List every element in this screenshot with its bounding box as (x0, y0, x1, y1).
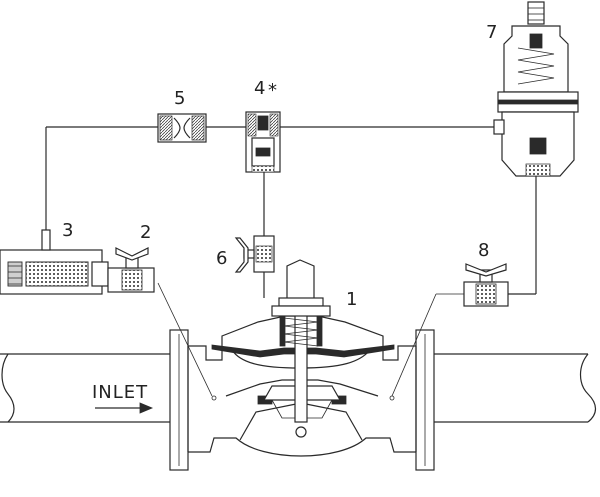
fixed-orifice-5 (157, 113, 207, 143)
label-component-4-mark: * (268, 80, 277, 101)
pilot-tubing (45, 126, 537, 397)
inlet-flange (169, 329, 189, 471)
label-inlet: INLET (92, 382, 148, 403)
outlet-flange (415, 329, 435, 471)
ball-valve-8 (463, 263, 509, 307)
label-component-4: 4 (254, 78, 265, 99)
ball-valve-2 (107, 247, 155, 293)
main-pipe (0, 353, 597, 423)
label-component-1: 1 (346, 289, 357, 310)
label-component-5: 5 (174, 88, 185, 109)
strainer-3 (0, 229, 109, 295)
main-valve-body (187, 299, 417, 457)
pilot-valve-7 (493, 1, 579, 177)
label-component-3: 3 (62, 220, 73, 241)
label-component-8: 8 (478, 240, 489, 261)
label-component-2: 2 (140, 222, 151, 243)
needle-valve-6 (234, 235, 275, 273)
label-component-7: 7 (486, 22, 497, 43)
flow-direction-arrow (95, 402, 154, 414)
flow-control-4 (245, 111, 281, 173)
bonnet-spring-housing (271, 259, 331, 347)
label-component-6: 6 (216, 248, 227, 269)
